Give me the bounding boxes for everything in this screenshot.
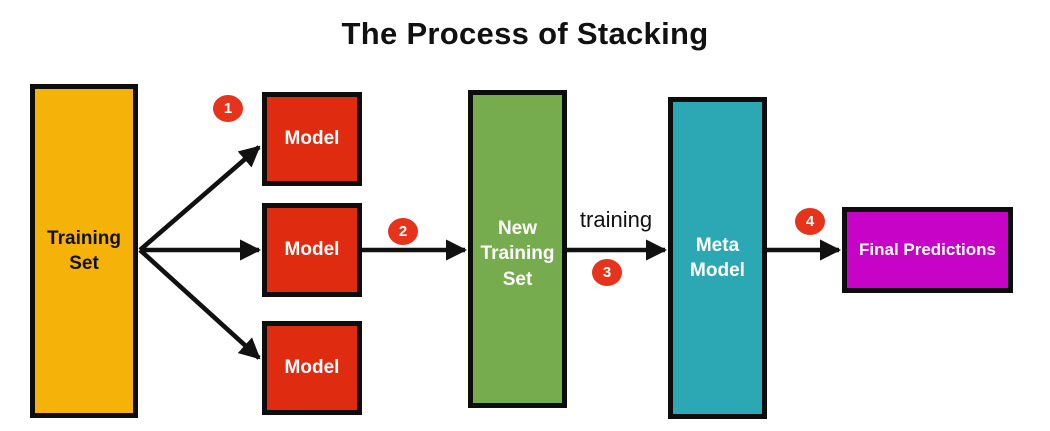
- training-set-label: Training Set: [47, 227, 121, 274]
- meta-model-label: Meta Model: [690, 234, 745, 281]
- arrow-training-set-to-model-3: [138, 248, 261, 360]
- step-3-number: 3: [602, 264, 612, 281]
- step-badge-2: 2: [388, 218, 418, 245]
- model-1-label: Model: [284, 128, 340, 150]
- model-2-label: Model: [284, 239, 340, 261]
- arrow-training-set-to-model-1: [138, 145, 261, 252]
- diagram-title: The Process of Stacking: [341, 16, 709, 51]
- step-4-number: 4: [805, 213, 815, 230]
- step-badge-4: 4: [795, 208, 825, 235]
- training-arrow-label: training: [579, 207, 653, 232]
- final-predictions-label: Final Predictions: [859, 239, 996, 259]
- model-3-label: Model: [284, 357, 340, 379]
- final-predictions-node: Final Predictions: [842, 207, 1013, 293]
- step-badge-3: 3: [592, 259, 622, 286]
- model-node-3: Model: [262, 321, 362, 415]
- new-training-set-label: New Training Set: [480, 218, 555, 290]
- new-training-set-node: New Training Set: [468, 90, 567, 408]
- step-2-number: 2: [398, 223, 408, 240]
- meta-model-node: Meta Model: [668, 97, 767, 419]
- model-node-1: Model: [262, 92, 362, 186]
- model-node-2: Model: [262, 203, 362, 297]
- training-set-node: Training Set: [30, 84, 138, 418]
- step-1-number: 1: [223, 100, 233, 117]
- step-badge-1: 1: [213, 95, 243, 122]
